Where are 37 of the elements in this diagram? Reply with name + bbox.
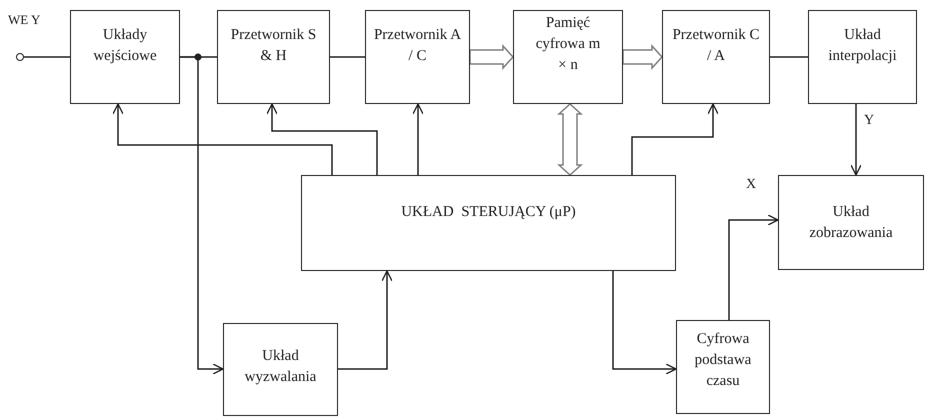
arrow bbox=[612, 271, 677, 375]
block-label: Cyfrowa podstawa czasu bbox=[694, 330, 752, 391]
block-label: Przetwornik S & H bbox=[230, 26, 318, 66]
connector-line bbox=[770, 56, 808, 58]
input-terminal bbox=[16, 53, 24, 61]
block-box bbox=[662, 10, 770, 104]
block-box bbox=[365, 10, 470, 104]
hollow-arrow bbox=[469, 44, 514, 70]
block-label: Przetwornik A / C bbox=[372, 26, 462, 66]
connector-line bbox=[330, 56, 365, 58]
signal-label: WE Y bbox=[8, 12, 40, 28]
block-label: Pamięć cyfrowa m × n bbox=[534, 14, 602, 75]
arrow bbox=[338, 270, 393, 370]
arrow bbox=[728, 214, 779, 320]
hollow-arrow bbox=[557, 102, 583, 176]
block-box bbox=[301, 175, 676, 271]
arrow bbox=[631, 103, 719, 175]
arrow bbox=[180, 56, 224, 375]
block-label: Układ wyzwalania bbox=[244, 347, 318, 387]
block-label: Układ zobrazowania bbox=[808, 203, 894, 243]
block-box bbox=[676, 320, 770, 414]
block-label: Układ interpolacji bbox=[827, 26, 898, 66]
block-label: UKŁAD STERUJĄCY (μP) bbox=[401, 203, 576, 222]
block-box bbox=[513, 10, 623, 104]
arrow bbox=[412, 103, 424, 175]
arrow bbox=[112, 103, 333, 175]
block-box bbox=[70, 10, 180, 104]
hollow-arrow bbox=[622, 44, 664, 70]
block-box bbox=[778, 175, 924, 270]
connector-line bbox=[24, 56, 70, 58]
block-label: Układy wejściowe bbox=[92, 26, 158, 66]
block-box bbox=[808, 10, 917, 104]
block-box bbox=[223, 323, 338, 416]
arrow bbox=[850, 104, 862, 176]
block-box bbox=[217, 10, 330, 104]
block-label: Przetwornik C / A bbox=[671, 26, 761, 66]
arrow bbox=[266, 103, 378, 175]
